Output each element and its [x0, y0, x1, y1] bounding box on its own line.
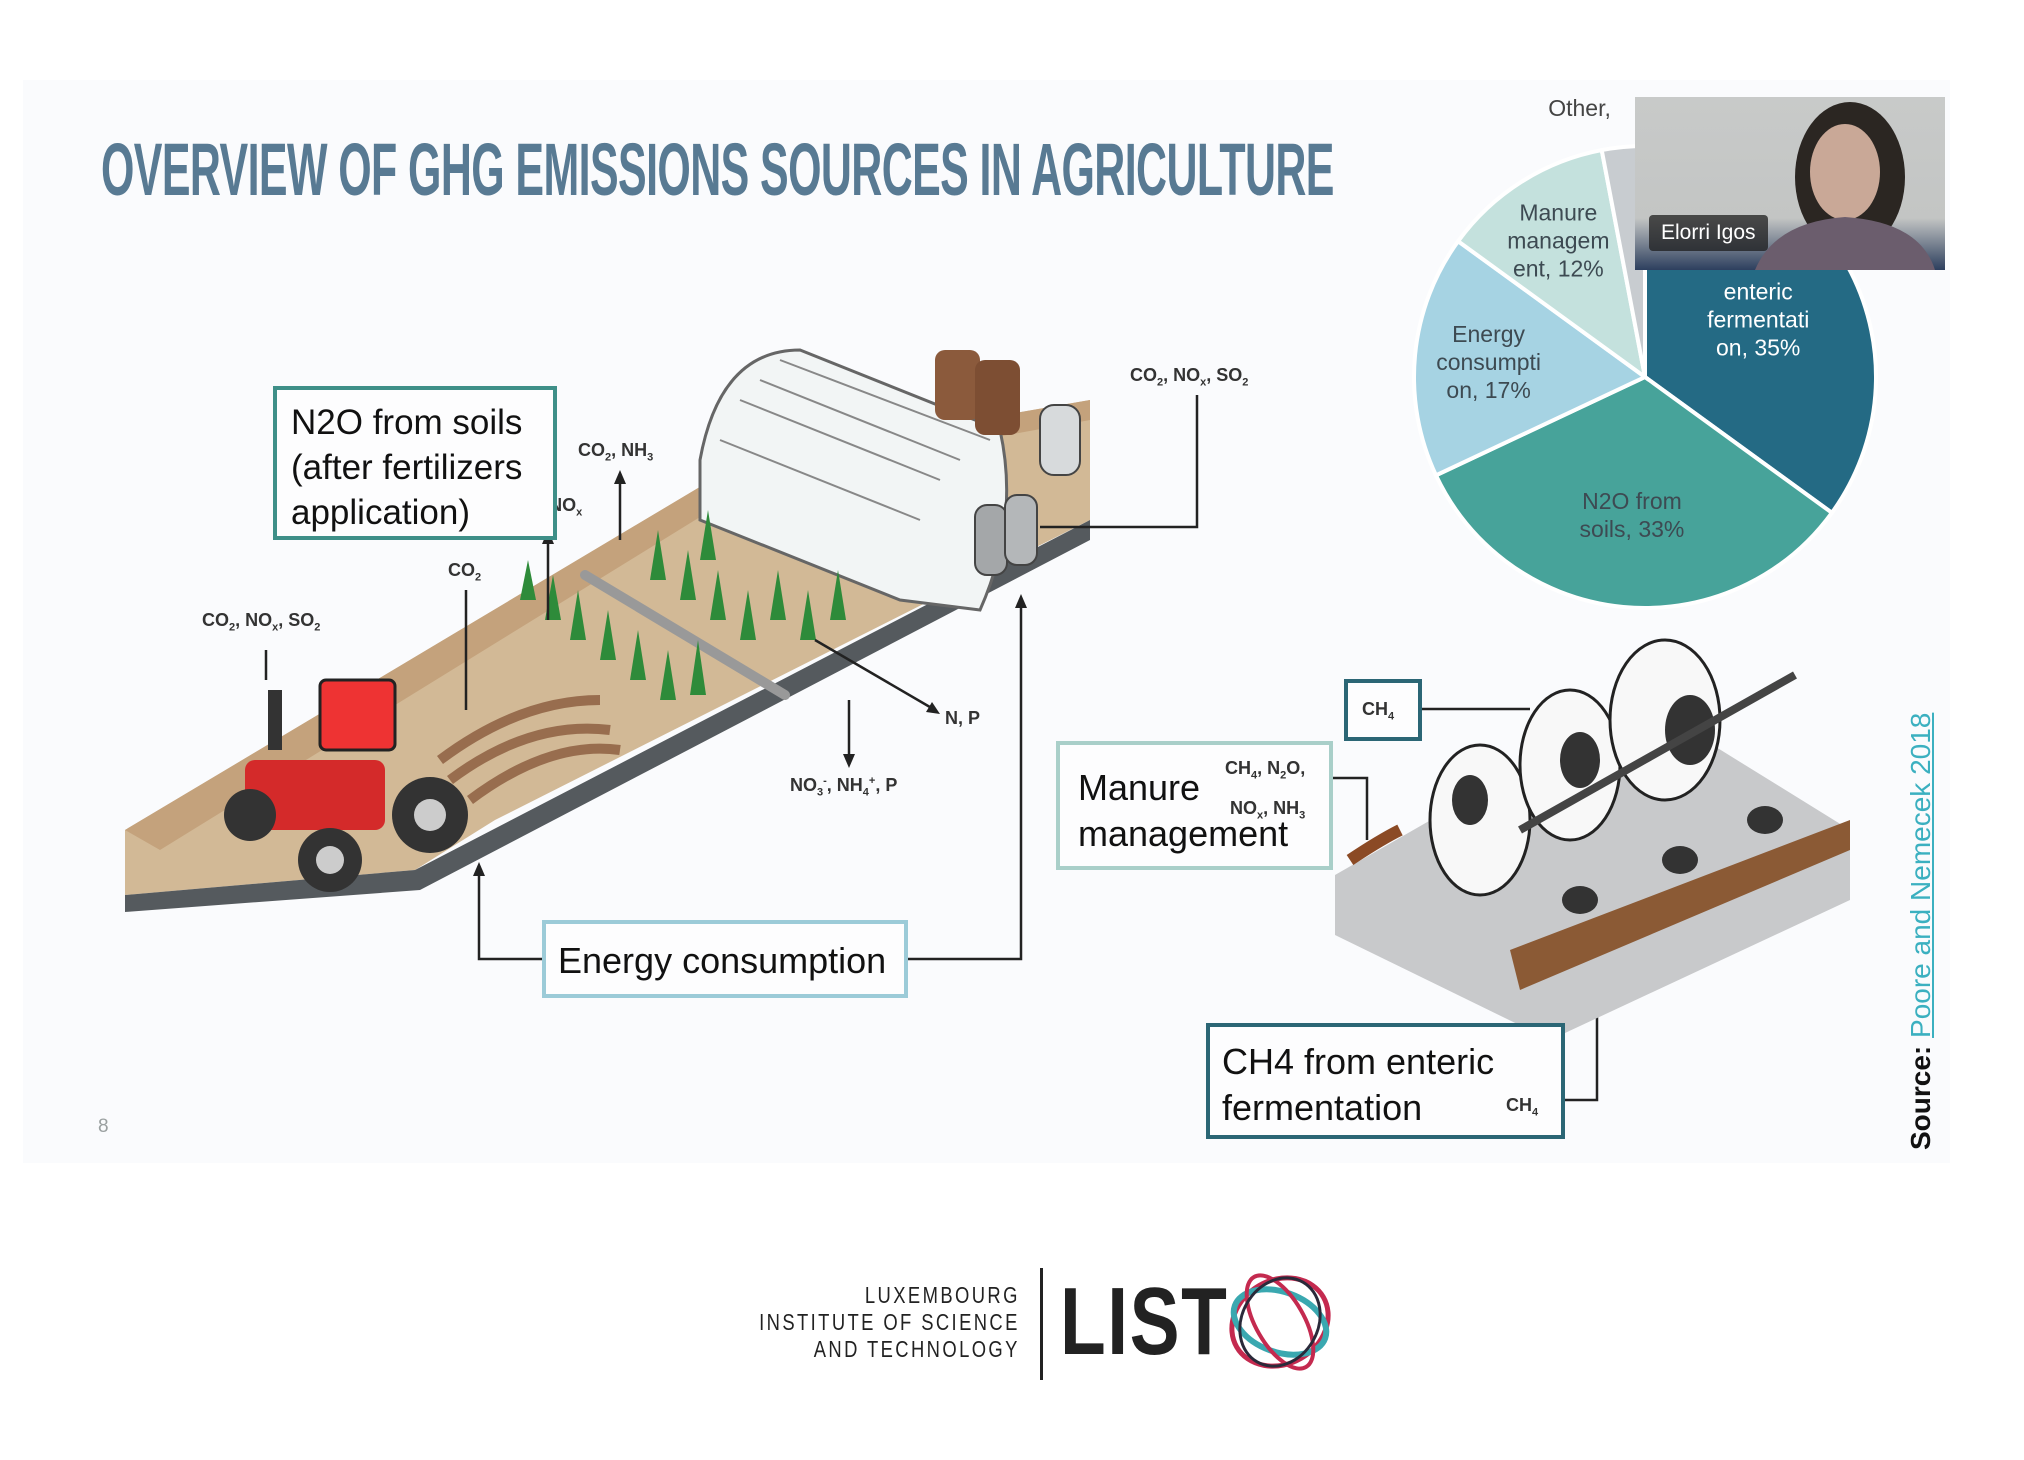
- logo-line: INSTITUTE OF SCIENCE: [759, 1309, 1020, 1335]
- callout-line: application): [291, 493, 470, 532]
- fertilizer-sacks: [935, 350, 980, 420]
- logo-line: LUXEMBOURG: [865, 1282, 1020, 1308]
- logo-line: AND TECHNOLOGY: [813, 1336, 1020, 1362]
- video-feed[interactable]: Elorri Igos: [1635, 97, 1945, 270]
- label-greenhouse-exhaust: CO2, NOx, SO2: [1130, 365, 1249, 389]
- callout-ch4-small: CH4: [1344, 679, 1422, 741]
- pie-slice: [1455, 147, 1648, 382]
- field-strip-brown: [125, 400, 1090, 850]
- barn-floor: [1335, 700, 1850, 1040]
- list-logo: LUXEMBOURG INSTITUTE OF SCIENCE AND TECH…: [759, 1268, 1340, 1380]
- plowed-furrows: [437, 695, 621, 805]
- source-link[interactable]: Poore and Nemecek 2018: [1905, 712, 1936, 1038]
- callout-line: CH4 from enteric: [1222, 1041, 1495, 1082]
- logo-divider: [1040, 1268, 1043, 1380]
- label-runoff: N, P: [945, 708, 981, 728]
- callout-line: N2O from soils: [291, 403, 523, 442]
- participant-silhouette: [1755, 102, 1935, 270]
- label-leaching: NO3-, NH4+, P: [790, 775, 898, 799]
- callout-manure-management: Manure management: [1056, 741, 1333, 870]
- callout-text: Energy consumption: [558, 940, 887, 981]
- irrigation-pipe: [580, 570, 790, 700]
- participant-name-tag: Elorri Igos: [1649, 215, 1768, 251]
- callout-energy-consumption: Energy consumption: [542, 920, 908, 998]
- callout-text: CH4: [1362, 699, 1395, 723]
- source-prefix: Source:: [1905, 1045, 1936, 1150]
- label-manure-gases-overlay: CH4, N2O,NOx, NH3: [1225, 758, 1306, 822]
- callout-ch4-enteric: CH4 from enteric fermentation CH4: [1206, 1023, 1565, 1139]
- label-soil-co2: CO2: [448, 560, 482, 584]
- callout-n2o-soils: N2O from soils (after fertilizers applic…: [273, 386, 557, 540]
- callout-line: (after fertilizers: [291, 448, 523, 487]
- slide-title: OVERVIEW OF GHG EMISSIONS SOURCES IN AGR…: [101, 128, 1334, 211]
- logo-globe-icon: [1229, 1273, 1331, 1371]
- slide-number: 8: [98, 1116, 109, 1137]
- logo-wordmark: LIST: [1060, 1268, 1229, 1375]
- pie-slice: [1412, 238, 1649, 479]
- pie-slice: [1433, 374, 1835, 610]
- label-tractor-exhaust: CO2, NOx, SO2: [202, 610, 321, 634]
- source-citation: Source: Poore and Nemecek 2018: [1905, 713, 1937, 1150]
- callout-ch4-tag: CH4: [1506, 1095, 1539, 1119]
- tractor: [224, 678, 468, 892]
- feed-rail: [1518, 671, 1797, 834]
- callout-line: management: [1078, 813, 1289, 854]
- callout-line: Manure: [1078, 767, 1201, 808]
- callout-line: fermentation: [1222, 1087, 1423, 1128]
- pie-data-label: Other,: [1548, 95, 1611, 121]
- logo-institute-name: LUXEMBOURG INSTITUTE OF SCIENCE AND TECH…: [759, 1282, 1020, 1363]
- label-co2-nh3: CO2, NH3: [578, 440, 654, 464]
